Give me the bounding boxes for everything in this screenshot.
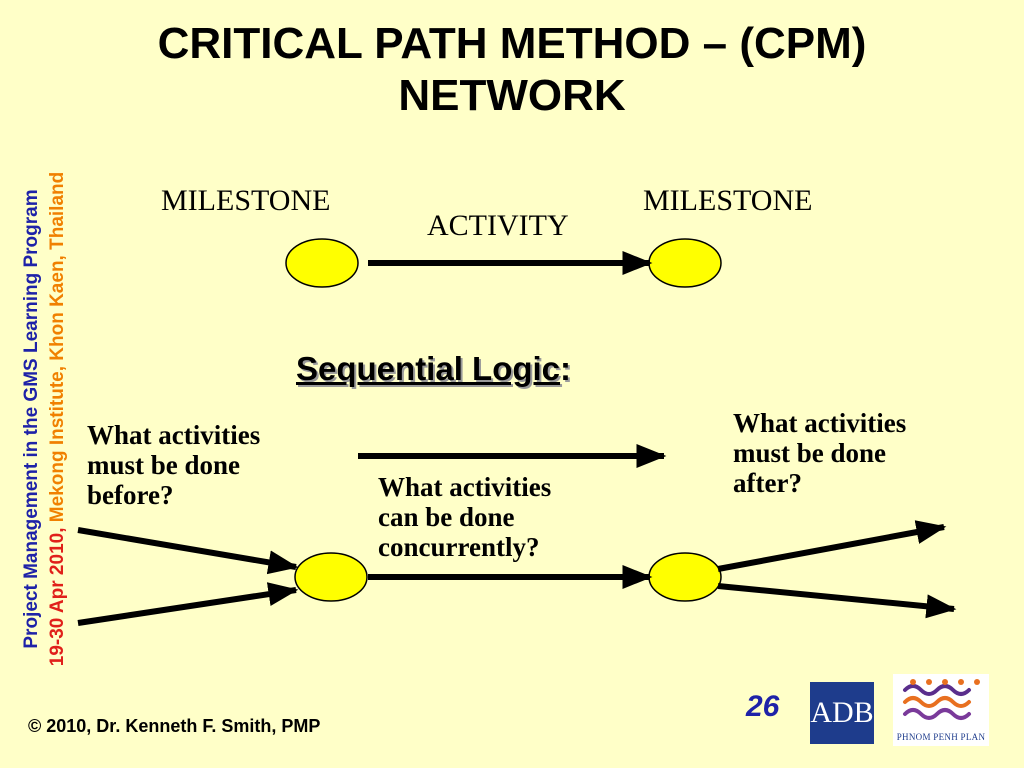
question-concurrent: What activities can be done concurrently… bbox=[378, 472, 551, 562]
slide-title: CRITICAL PATH METHOD – (CPM) NETWORK bbox=[0, 18, 1024, 122]
adb-logo-text: ADB bbox=[810, 696, 874, 729]
question-after-line: after? bbox=[733, 468, 802, 498]
question-after: What activities must be done after? bbox=[733, 408, 906, 498]
phnom-penh-plan-text: PHNOM PENH PLAN bbox=[896, 732, 986, 742]
question-concurrent-line: concurrently? bbox=[378, 532, 540, 562]
phnom-penh-plan-wave-icon bbox=[903, 679, 980, 720]
title-line-2: NETWORK bbox=[398, 71, 626, 120]
copyright-notice: © 2010, Dr. Kenneth F. Smith, PMP bbox=[28, 716, 321, 736]
question-concurrent-line: can be done bbox=[378, 502, 515, 532]
sequential-logic-heading: Sequential Logic: bbox=[296, 350, 571, 388]
page-number: 26 bbox=[746, 690, 780, 723]
adb-logo: ADB bbox=[810, 682, 874, 744]
question-concurrent-line: What activities bbox=[378, 472, 552, 502]
title-line-1: CRITICAL PATH METHOD – (CPM) bbox=[157, 19, 867, 68]
milestone-node-top-left bbox=[285, 238, 359, 288]
successor-arrow-1 bbox=[717, 520, 947, 572]
successor-arrow-2 bbox=[717, 583, 957, 619]
milestone-node-bottom-left bbox=[294, 552, 368, 602]
sequential-logic-colon: : bbox=[560, 350, 572, 387]
sequential-logic-text: Sequential Logic bbox=[296, 350, 561, 387]
question-after-line: must be done bbox=[733, 438, 887, 468]
milestone-label-left: MILESTONE bbox=[161, 184, 331, 217]
question-before-line: must be done bbox=[87, 450, 241, 480]
question-before-line: before? bbox=[87, 480, 174, 510]
milestone-label-right: MILESTONE bbox=[643, 184, 813, 217]
question-after-line: What activities bbox=[733, 408, 907, 438]
question-before-line: What activities bbox=[87, 420, 261, 450]
predecessor-arrow-2 bbox=[77, 582, 299, 626]
milestone-node-top-right bbox=[648, 238, 722, 288]
question-before: What activities must be done before? bbox=[87, 420, 260, 510]
milestone-node-bottom-right bbox=[648, 552, 722, 602]
phnom-penh-plan-logo: PHNOM PENH PLAN bbox=[893, 674, 989, 746]
predecessor-arrow-1 bbox=[77, 527, 299, 575]
activity-label: ACTIVITY bbox=[427, 209, 569, 242]
